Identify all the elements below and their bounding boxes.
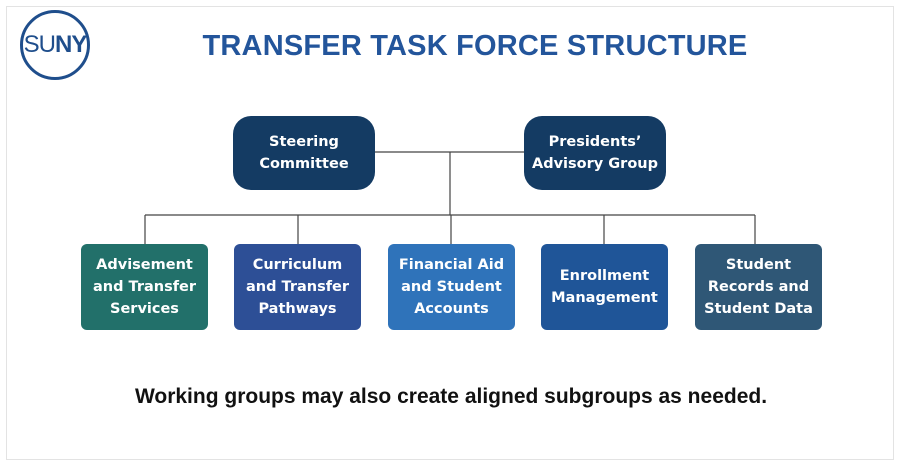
presidents-advisory-line-1: Presidents’ bbox=[548, 134, 642, 150]
working-group-advisement: Advisement and Transfer Services bbox=[81, 244, 208, 330]
working-group-student-records: Student Records and Student Data bbox=[695, 244, 822, 330]
logo-text-su: SU bbox=[23, 31, 56, 58]
wg-student-records-line-2: Records and bbox=[707, 279, 810, 295]
steering-committee-line-2: Committee bbox=[259, 156, 349, 172]
wg-advisement-line-1: Advisement bbox=[96, 257, 193, 273]
slide-frame bbox=[6, 6, 894, 460]
working-group-enrollment: Enrollment Management bbox=[541, 244, 668, 330]
working-group-curriculum: Curriculum and Transfer Pathways bbox=[234, 244, 361, 330]
presidents-advisory-group-box: Presidents’ Advisory Group bbox=[524, 116, 666, 190]
wg-curriculum-line-1: Curriculum bbox=[252, 257, 343, 273]
presidents-advisory-line-2: Advisory Group bbox=[532, 156, 658, 172]
wg-financial-aid-line-3: Accounts bbox=[414, 301, 489, 317]
wg-advisement-line-2: and Transfer bbox=[92, 279, 196, 295]
wg-curriculum-line-2: and Transfer bbox=[245, 279, 349, 295]
wg-curriculum-line-3: Pathways bbox=[258, 301, 337, 317]
logo-text-ny: NY bbox=[55, 31, 87, 58]
wg-advisement-line-3: Services bbox=[110, 301, 179, 317]
steering-committee-line-1: Steering bbox=[269, 134, 339, 150]
wg-student-records-line-3: Student Data bbox=[704, 301, 813, 317]
wg-enrollment-line-1: Enrollment bbox=[559, 268, 650, 284]
wg-enrollment-line-2: Management bbox=[551, 290, 658, 306]
page-title: TRANSFER TASK FORCE STRUCTURE bbox=[202, 30, 748, 62]
wg-financial-aid-line-1: Financial Aid bbox=[398, 257, 505, 273]
steering-committee-box: Steering Committee bbox=[233, 116, 375, 190]
wg-financial-aid-line-2: and Student bbox=[401, 279, 502, 295]
footnote: Working groups may also create aligned s… bbox=[134, 385, 768, 408]
wg-student-records-line-1: Student bbox=[725, 257, 792, 273]
working-group-financial-aid: Financial Aid and Student Accounts bbox=[388, 244, 515, 330]
